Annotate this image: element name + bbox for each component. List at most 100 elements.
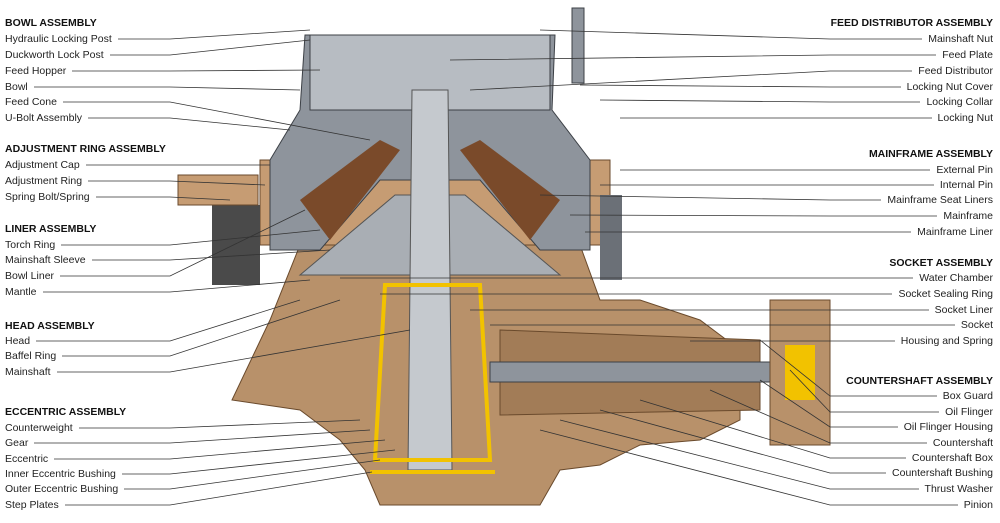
part-label: Feed Hopper (5, 65, 67, 77)
leader-line (34, 86, 301, 91)
leader-line (759, 379, 898, 428)
part-label: Mainshaft Nut (928, 33, 993, 45)
part-label: U-Bolt Assembly (5, 112, 83, 124)
left-group-heading: HEAD ASSEMBLY (5, 320, 95, 332)
part-label: Eccentric (5, 453, 49, 465)
part-label: Torch Ring (5, 239, 56, 251)
leader-line (34, 429, 371, 444)
leader-line (449, 54, 936, 61)
left-group-heading: ADJUSTMENT RING ASSEMBLY (5, 143, 166, 155)
right-group-heading: SOCKET ASSEMBLY (889, 257, 993, 269)
part-label: Oil Flinger Housing (903, 421, 993, 433)
part-label: Mainshaft Sleeve (5, 254, 86, 266)
leader-line (110, 39, 311, 56)
part-label: Mainframe Liner (917, 226, 993, 238)
part-label: Water Chamber (919, 272, 993, 284)
leader-line (63, 101, 371, 141)
leader-line (57, 329, 411, 373)
part-label: Head (5, 335, 31, 347)
leader-line (54, 439, 386, 460)
leader-line (96, 196, 231, 201)
leader-line (122, 449, 396, 475)
part-label: Bowl Liner (5, 270, 55, 282)
part-label: Counterweight (5, 422, 73, 434)
part-label: Bowl (5, 81, 28, 93)
part-label: External Pin (936, 164, 993, 176)
leader-line (569, 214, 937, 217)
hydraulic-locking-post (571, 7, 585, 84)
left-group-heading: BOWL ASSEMBLY (5, 17, 97, 29)
external-pin (600, 195, 622, 280)
part-label: Socket Liner (934, 304, 993, 316)
part-label: Feed Distributor (918, 65, 993, 77)
leader-line (36, 299, 301, 342)
leader-line (539, 429, 958, 506)
left-group-heading: ECCENTRIC ASSEMBLY (5, 406, 127, 418)
part-label: Oil Flinger (945, 406, 993, 418)
leader-line (559, 419, 919, 490)
bowl-liner-right (460, 140, 560, 240)
part-label: Inner Eccentric Bushing (5, 468, 116, 480)
part-label: Adjustment Ring (5, 175, 83, 187)
part-label: Pinion (963, 499, 993, 511)
leader-line (60, 209, 306, 277)
part-label: Locking Nut Cover (906, 81, 993, 93)
leader-line (124, 459, 381, 490)
leader-line (43, 279, 311, 293)
leader-line (88, 180, 266, 186)
leader-line (759, 339, 937, 397)
part-label: Feed Cone (5, 96, 57, 108)
leader-line (469, 70, 912, 91)
part-label: Countershaft Bushing (892, 467, 993, 479)
part-label: Socket (960, 319, 993, 331)
part-label: Spring Bolt/Spring (5, 191, 90, 203)
leader-line (118, 29, 311, 40)
part-label: Hydraulic Locking Post (5, 33, 112, 45)
part-label: Box Guard (942, 390, 993, 402)
leader-line (72, 69, 321, 72)
part-label: Feed Plate (942, 49, 993, 61)
part-label: Duckworth Lock Post (5, 49, 104, 61)
leader-line (599, 409, 886, 474)
leader-line (539, 29, 922, 40)
part-label: Adjustment Cap (5, 159, 80, 171)
part-label: Gear (5, 437, 29, 449)
left-group-heading: LINER ASSEMBLY (5, 223, 97, 235)
part-label: Socket Sealing Ring (898, 288, 993, 300)
leader-line (709, 389, 927, 444)
part-label: Countershaft Box (911, 452, 993, 464)
leader-line (579, 84, 901, 88)
right-group-heading: COUNTERSHAFT ASSEMBLY (846, 375, 993, 387)
spring (177, 174, 260, 285)
leader-line (88, 117, 291, 131)
leader-line (789, 369, 939, 413)
leader-line (539, 194, 881, 201)
mainshaft (407, 89, 453, 471)
leader-line (62, 299, 341, 357)
crusher-body (177, 7, 831, 506)
part-label: Housing and Spring (900, 335, 993, 347)
countershaft (489, 361, 811, 383)
part-label: Locking Nut (937, 112, 993, 124)
part-label: Mainframe Seat Liners (887, 194, 993, 206)
leader-line (61, 229, 321, 246)
right-group-heading: FEED DISTRIBUTOR ASSEMBLY (830, 17, 993, 29)
part-label: Internal Pin (939, 179, 993, 191)
part-label: Step Plates (5, 499, 59, 511)
part-label: Thrust Washer (924, 483, 993, 495)
part-label: Baffel Ring (5, 350, 57, 362)
part-label: Locking Collar (926, 96, 993, 108)
leader-line (599, 99, 920, 103)
bowl-liner (300, 140, 400, 240)
leader-line (65, 471, 373, 506)
leader-lines (34, 29, 958, 506)
leader-line (79, 419, 361, 429)
leader-line (92, 249, 331, 261)
leader-line (639, 399, 906, 459)
part-label: Countershaft (932, 437, 993, 449)
part-label: Mainframe (943, 210, 993, 222)
part-label: Outer Eccentric Bushing (5, 483, 119, 495)
right-group-heading: MAINFRAME ASSEMBLY (868, 148, 993, 160)
